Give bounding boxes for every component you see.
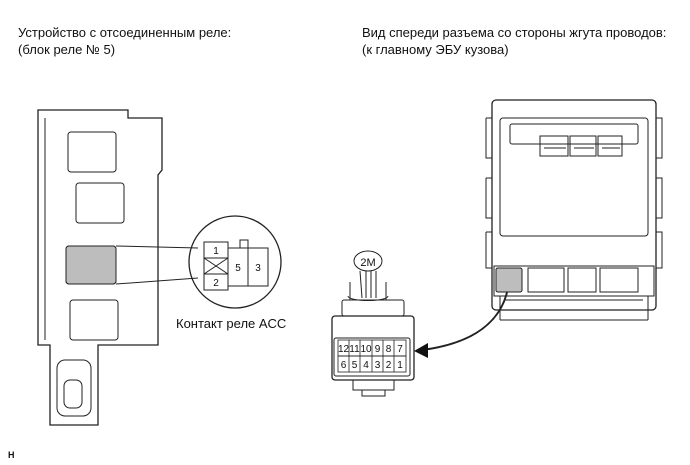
left-caption: Устройство с отсоединенным реле: (блок р… (18, 24, 231, 58)
connector-pin-label: 12 (338, 344, 350, 355)
harness-connector-2m (331, 250, 415, 397)
pointer-arrow-line (421, 287, 509, 351)
connector-pin-label: 3 (375, 360, 381, 371)
connector-pin-label: 8 (386, 344, 392, 355)
callout-line (115, 245, 199, 249)
connector-pin-grid (337, 339, 407, 373)
callout-line (115, 277, 199, 285)
right-caption-line1: Вид спереди разъема со стороны жгута про… (362, 25, 667, 40)
mounting-hole (63, 379, 83, 409)
ecu-connector-slot (527, 267, 565, 293)
relay-pin-label: 2 (213, 278, 219, 289)
connector-pin-label: 4 (363, 360, 369, 371)
relay-socket (67, 131, 117, 173)
ecu-connector-slot (539, 135, 569, 157)
connector-pin-label: 11 (349, 344, 360, 355)
connector-code: 2M (360, 257, 375, 269)
pointer-arrow-head (414, 343, 428, 358)
relay-pin-label: 1 (213, 246, 219, 257)
ecu-connector-slot (569, 135, 597, 157)
relay-pin-magnifier (188, 215, 282, 309)
relay-contact-caption: Контакт реле ACC (176, 316, 287, 331)
right-caption: Вид спереди разъема со стороны жгута про… (362, 24, 666, 58)
left-caption-line1: Устройство с отсоединенным реле: (18, 25, 232, 40)
ecu-connector-slot (597, 135, 623, 157)
connector-pin-label: 9 (375, 344, 381, 355)
connector-pin-label: 6 (341, 360, 347, 371)
relay-socket-highlight-fill (65, 245, 117, 285)
relay-socket (69, 299, 119, 341)
ecu-connector-slot (567, 267, 597, 293)
connector-pin-label: 10 (360, 344, 372, 355)
mounting-slot (56, 359, 92, 417)
connector-pin-label: 5 (352, 360, 358, 371)
relay-latch (239, 239, 249, 249)
relay-socket (75, 182, 125, 224)
footer-mark: H (8, 450, 15, 460)
right-caption-line2: (к главному ЭБУ кузова) (362, 42, 509, 57)
ecu-connector-highlight-fill (495, 267, 523, 293)
connector-pin-label: 7 (397, 344, 403, 355)
connector-pin-label: 2 (386, 360, 392, 371)
relay-pin-label: 3 (255, 263, 261, 274)
connector-pin-label: 1 (397, 360, 403, 371)
relay-pin-label: 5 (235, 263, 241, 274)
ecu-connector-slot (599, 267, 639, 293)
left-caption-line2: (блок реле № 5) (18, 42, 116, 57)
